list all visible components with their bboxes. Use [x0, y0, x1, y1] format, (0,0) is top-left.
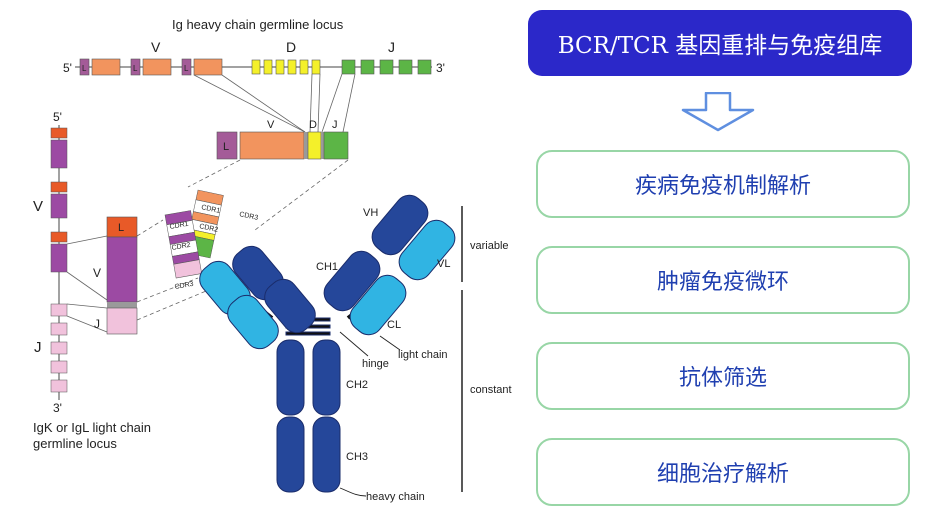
v-segment	[91, 58, 121, 76]
ch1-label: CH1	[316, 261, 338, 273]
j-segment	[360, 59, 375, 75]
v-segment	[193, 58, 223, 76]
arrow-down-icon	[681, 92, 755, 132]
d-segment	[287, 59, 297, 75]
cdr3-heavy-label: CDR3	[239, 211, 259, 222]
vh-label: VH	[363, 207, 378, 219]
rearranged-light-vj	[106, 216, 138, 335]
cl-label: CL	[387, 319, 401, 331]
j-segment	[417, 59, 432, 75]
j-segment	[379, 59, 394, 75]
item-cell-therapy: 细胞治疗解析	[536, 438, 910, 506]
rearranged-heavy-l-label: L	[223, 141, 229, 153]
heavy-j-label: J	[388, 39, 395, 55]
panel-title: BCR/TCR 基因重排与免疫组库	[528, 10, 912, 76]
d-segment	[263, 59, 273, 75]
cdr3-light-label: CDR3	[174, 281, 194, 291]
rearranged-heavy-j-label: J	[332, 119, 338, 131]
light-locus-segments	[50, 127, 68, 393]
dashed-connectors	[136, 159, 349, 321]
rearranged-light-j-label: J	[94, 317, 100, 331]
leader-label: L	[184, 64, 189, 73]
light-locus-caption: germline locus	[33, 436, 117, 451]
ch2-label: CH2	[346, 379, 368, 391]
leader-segment	[130, 58, 141, 76]
v-segment	[142, 58, 172, 76]
heavy-v-label: V	[151, 39, 161, 55]
light-five-prime: 5'	[53, 110, 62, 124]
d-segment	[275, 59, 285, 75]
variable-label: variable	[470, 240, 509, 252]
hinge-label: hinge	[362, 358, 389, 370]
light-v-label: V	[33, 198, 43, 215]
heavy-chain-label: heavy chain	[366, 491, 425, 503]
leader-segment	[79, 58, 90, 76]
ch3-label: CH3	[346, 451, 368, 463]
light-three-prime: 3'	[53, 401, 62, 415]
j-segment	[341, 59, 356, 75]
item-disease-immunity: 疾病免疫机制解析	[536, 150, 910, 218]
rearranged-light-l-label: L	[118, 222, 124, 234]
cdr2-heavy-label: CDR2	[199, 223, 219, 234]
heavy-five-prime: 5'	[63, 61, 72, 75]
d-segment	[299, 59, 309, 75]
heavy-locus-title: Ig heavy chain germline locus	[172, 17, 344, 32]
light-rearrangement-lines	[66, 235, 108, 333]
cdr1-light-label: CDR1	[169, 221, 189, 231]
leader-label: L	[82, 64, 87, 73]
light-locus-caption: IgK or IgL light chain	[33, 420, 151, 435]
leader-label: L	[133, 64, 138, 73]
heavy-locus-segments	[79, 58, 432, 76]
item-antibody-screening: 抗体筛选	[536, 342, 910, 410]
heavy-d-label: D	[286, 39, 296, 55]
heavy-three-prime: 3'	[436, 61, 445, 75]
rearranged-heavy-v-label: V	[267, 119, 275, 131]
vl-label: VL	[437, 258, 450, 270]
rearranged-heavy-vdj	[216, 131, 349, 160]
j-segment	[398, 59, 413, 75]
light-j-label: J	[34, 339, 42, 356]
item-tumor-microenvironment: 肿瘤免疫微环	[536, 246, 910, 314]
light-chain-label: light chain	[398, 349, 448, 361]
cdr1-heavy-label: CDR1	[201, 204, 221, 215]
d-segment	[251, 59, 261, 75]
constant-label: constant	[470, 384, 512, 396]
d-segment	[311, 59, 321, 75]
pointer-lines	[339, 331, 401, 497]
heavy-rearrangement-lines	[193, 73, 356, 133]
antibody-diagram: Ig heavy chain germline locus V D J 5' 3…	[33, 17, 512, 503]
leader-segment	[181, 58, 192, 76]
cdr2-light-label: CDR2	[171, 242, 191, 252]
rearranged-light-v-label: V	[93, 266, 101, 280]
rearranged-heavy-d-label: D	[309, 119, 317, 131]
antibody-structure	[199, 194, 456, 493]
light-cdr-block	[164, 210, 203, 279]
